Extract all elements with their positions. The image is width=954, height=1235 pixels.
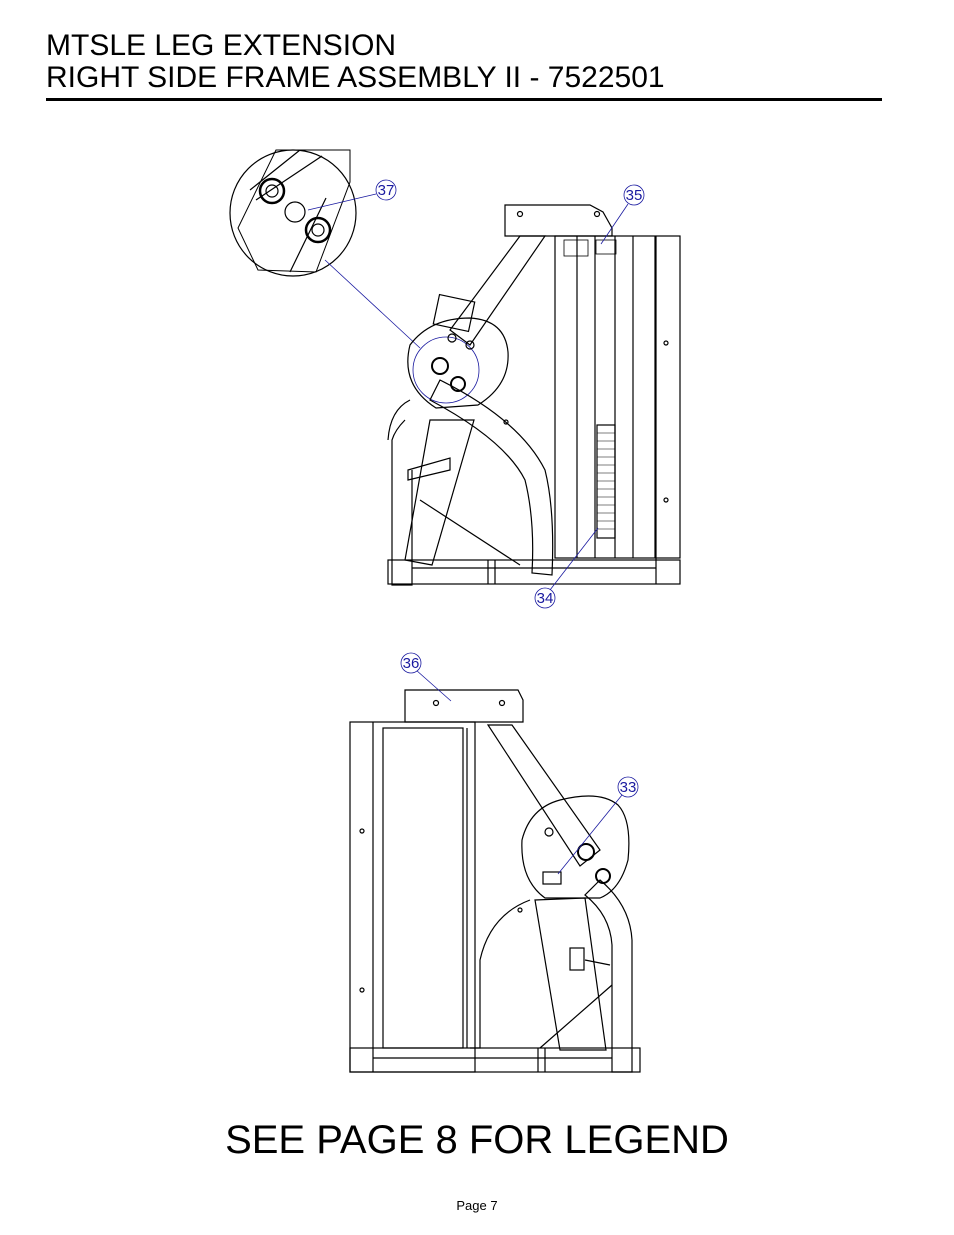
top-view-drawing: [229, 149, 681, 586]
cam-plate: [407, 317, 509, 409]
bottom-seat-pad: [404, 689, 524, 723]
callout-34: 34: [534, 527, 599, 609]
top-right-frame: [554, 235, 681, 559]
lever-arm: [429, 379, 554, 576]
legend-reference-note: SEE PAGE 8 FOR LEGEND: [225, 1118, 729, 1162]
top-base: [387, 559, 681, 585]
callout-37-label: 37: [378, 182, 395, 199]
bottom-view-drawing: [349, 689, 641, 1073]
title-underline: [46, 98, 882, 101]
detail-circle: [229, 149, 357, 277]
callout-34-label: 34: [537, 590, 554, 607]
callout-37: 37: [307, 179, 397, 211]
bottom-cam-plate: [521, 795, 630, 899]
detail-content: [237, 149, 351, 273]
callout-36-label: 36: [403, 655, 420, 672]
bottom-base: [349, 1047, 641, 1073]
callout-33-label: 33: [620, 779, 637, 796]
callout-35-label: 35: [626, 187, 643, 204]
title-line-1: MTSLE LEG EXTENSION: [46, 29, 397, 62]
callout-35: 35: [600, 184, 645, 245]
callout-36: 36: [400, 652, 452, 702]
bottom-left-frame: [349, 721, 476, 1073]
top-seat-pad: [504, 204, 613, 237]
callout-33: 33: [557, 776, 639, 875]
title-line-2: RIGHT SIDE FRAME ASSEMBLY II - 7522501: [46, 61, 665, 94]
weight-stack: [596, 424, 616, 539]
page-number: Page 7: [456, 1198, 498, 1213]
